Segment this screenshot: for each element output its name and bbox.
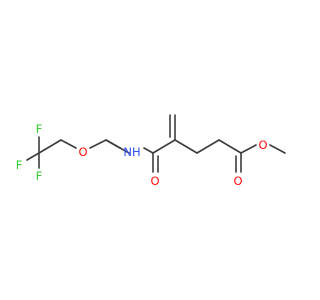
atom-o-amide: O (150, 174, 159, 188)
bonds (26, 114, 286, 173)
bond-o-ether-ch2 (89, 139, 107, 149)
bond-ch2-c-ester (218, 139, 242, 154)
atom-labels: F F F O NH O O O (16, 122, 268, 188)
bond-cf3-ch2 (38, 139, 62, 154)
atom-o-ether: O (78, 145, 87, 159)
bond-ch2-ch2-chain (196, 139, 220, 154)
molecule-structure-diagram: F F F O NH O O O (16, 114, 286, 188)
atom-nh-amide: NH (123, 145, 140, 159)
bond-c-alkene-ch2 (174, 139, 198, 154)
atom-f-top: F (36, 122, 43, 136)
atom-o-ester: O (258, 138, 267, 152)
bond-cf3-f-left (26, 152, 40, 161)
bond-ch2-nh (105, 139, 121, 149)
bond-o-ch3 (269, 144, 286, 154)
bond-ch2-o-ether (60, 139, 77, 149)
atom-o-carbonyl-ester: O (233, 174, 242, 188)
bond-c-ester-o (240, 144, 257, 154)
bond-nh-c-amide (143, 147, 154, 154)
bond-c-amide-c-alkene (152, 139, 176, 154)
atom-f-left: F (16, 158, 23, 172)
atom-f-bottom: F (36, 169, 43, 183)
